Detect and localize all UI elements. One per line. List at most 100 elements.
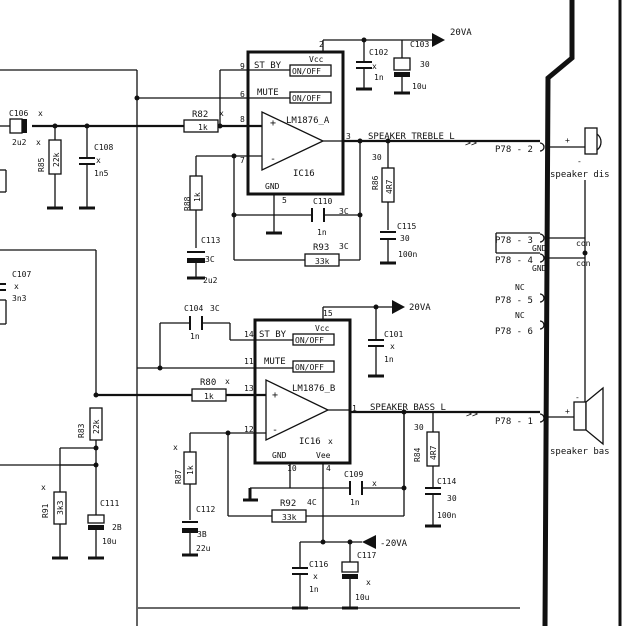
top-ic-wires — [32, 39, 540, 261]
c108-mark: x — [96, 156, 101, 165]
ic-a-pin2: 2 — [319, 40, 324, 49]
ic-b-pin15: 15 — [323, 309, 333, 318]
pin-3 — [539, 233, 545, 243]
r92: R92 33k 4C — [271, 498, 317, 523]
c110-mark: 3C — [339, 207, 349, 216]
conn-p2: P78 - 2 — [495, 145, 533, 155]
c104-value: 1n — [190, 332, 200, 341]
power-top: 20VA — [432, 28, 472, 47]
c103-ref: C103 — [410, 40, 429, 49]
ic-a-mute-onoff: ON/OFF — [292, 94, 321, 103]
ic-a-ref: IC16 — [293, 169, 315, 179]
c108: C108 x 1n5 — [79, 126, 113, 210]
c108-ref: C108 — [94, 143, 113, 152]
c106-mark2: x — [36, 138, 41, 147]
c101-ref: C101 — [384, 330, 403, 339]
connector-p78: P78 - 2 P78 - 3 P78 - 4 P78 - 5 P78 - 6 … — [495, 142, 591, 427]
r84-mark: 30 — [414, 423, 424, 432]
r82-ref: R82 — [192, 110, 208, 120]
conn-nc-5: NC — [515, 283, 525, 292]
r82-value: 1k — [198, 123, 208, 132]
speaker-treble-body — [584, 127, 598, 155]
c104-mark: 3C — [210, 304, 220, 313]
power-neg: -20VA — [362, 535, 408, 549]
conn-p4: P78 - 4 — [495, 256, 533, 266]
ic-b-name: LM1876_B — [292, 384, 335, 394]
c104-ref: C104 — [184, 304, 203, 313]
ic-b-ref: IC16 — [299, 437, 321, 447]
panel-edge — [542, 0, 622, 626]
opamp-a-minus: - — [270, 154, 276, 165]
speaker-bass-label: speaker bas — [550, 447, 610, 457]
speaker-treble-minus: - — [577, 157, 582, 166]
ic-b-vee-label: Vee — [316, 451, 331, 460]
ic-a-gnd-label: GND — [265, 182, 280, 191]
bass-arrow: >> — [466, 409, 478, 420]
net-treble: SPEAKER TREBLE L — [368, 132, 455, 142]
r82: R82 1k x — [183, 109, 224, 133]
r93-value: 33k — [315, 257, 330, 266]
c112: C112 3B 22u — [182, 505, 215, 557]
c103: C103 30 10u — [393, 40, 430, 95]
ic-b-pin14: 14 — [244, 330, 254, 339]
r86-mark: 30 — [372, 153, 382, 162]
net-bass: SPEAKER BASS L — [370, 403, 446, 413]
c102: C102 x 1n — [356, 48, 388, 91]
r80-value: 1k — [204, 392, 214, 401]
ic-b-pin10: 10 — [287, 464, 297, 473]
r87-mark: x — [173, 443, 178, 452]
conn-con-3: con — [576, 239, 591, 248]
power-top-label: 20VA — [450, 28, 472, 38]
c106-ref: C106 — [9, 109, 28, 118]
c113-ref: C113 — [201, 236, 220, 245]
c107: C107 x 3n3 — [0, 270, 31, 303]
r91-ref: R91 — [41, 503, 50, 518]
opamp-a-plus: + — [270, 118, 276, 129]
r91: R91 3k3 x — [41, 483, 68, 560]
conn-p3: P78 - 3 — [495, 236, 533, 246]
ic-b-vcc-label: Vcc — [315, 324, 330, 333]
c106: C106 x 2u2 x — [0, 109, 43, 147]
c101: C101 x 1n — [368, 330, 403, 378]
r80-ref: R80 — [200, 378, 216, 388]
c111: C111 2B 10u — [87, 465, 122, 560]
r91-value: 3k3 — [56, 500, 65, 515]
r87: R87 1k x — [173, 443, 197, 520]
c102-mark: x — [372, 62, 377, 71]
speaker-treble-plus: + — [565, 136, 570, 145]
c111-ref: C111 — [100, 499, 119, 508]
opamp-b-plus: + — [272, 390, 278, 401]
speaker-bass-minus: - — [575, 393, 580, 402]
c115-ref: C115 — [397, 222, 416, 231]
r84-value: 4R7 — [429, 445, 438, 460]
r92-ref: R92 — [280, 499, 296, 509]
r88: R88 1k — [183, 175, 203, 248]
speaker-treble: + - speaker dis — [548, 127, 610, 180]
opamp-b-minus: - — [272, 425, 278, 436]
ic-lm1876-a: + - LM1876_A IC16 GND Vcc ST BY ON/OFF M… — [240, 40, 351, 205]
r92-value: 33k — [282, 513, 297, 522]
ic-b-standby-label: ST BY — [259, 330, 287, 340]
c111-value: 10u — [102, 537, 117, 546]
ground-bottom — [243, 488, 258, 502]
c115: C115 30 100n — [380, 222, 417, 265]
c106-mark: x — [38, 109, 43, 118]
ic-b-mark: x — [328, 437, 333, 446]
opamp-b-triangle — [265, 378, 330, 442]
r86-body — [381, 167, 395, 203]
r80-mark: x — [225, 377, 230, 386]
r80: R80 1k x — [191, 377, 230, 402]
r86-ref: R86 — [371, 175, 380, 190]
r86: R86 4R7 30 — [371, 153, 395, 203]
c104: C104 3C 1n — [184, 304, 220, 341]
c101-mark: x — [390, 342, 395, 351]
c101-value: 1n — [384, 355, 394, 364]
r83: R83 22k — [77, 407, 103, 441]
c102-value: 1n — [374, 73, 384, 82]
ic-b-mute-onoff: ON/OFF — [295, 363, 324, 372]
r93-ref: R93 — [313, 243, 329, 253]
r92-body — [271, 509, 307, 523]
ic-b-mute-label: MUTE — [264, 357, 286, 367]
conn-gnd-3: GND — [532, 244, 547, 253]
